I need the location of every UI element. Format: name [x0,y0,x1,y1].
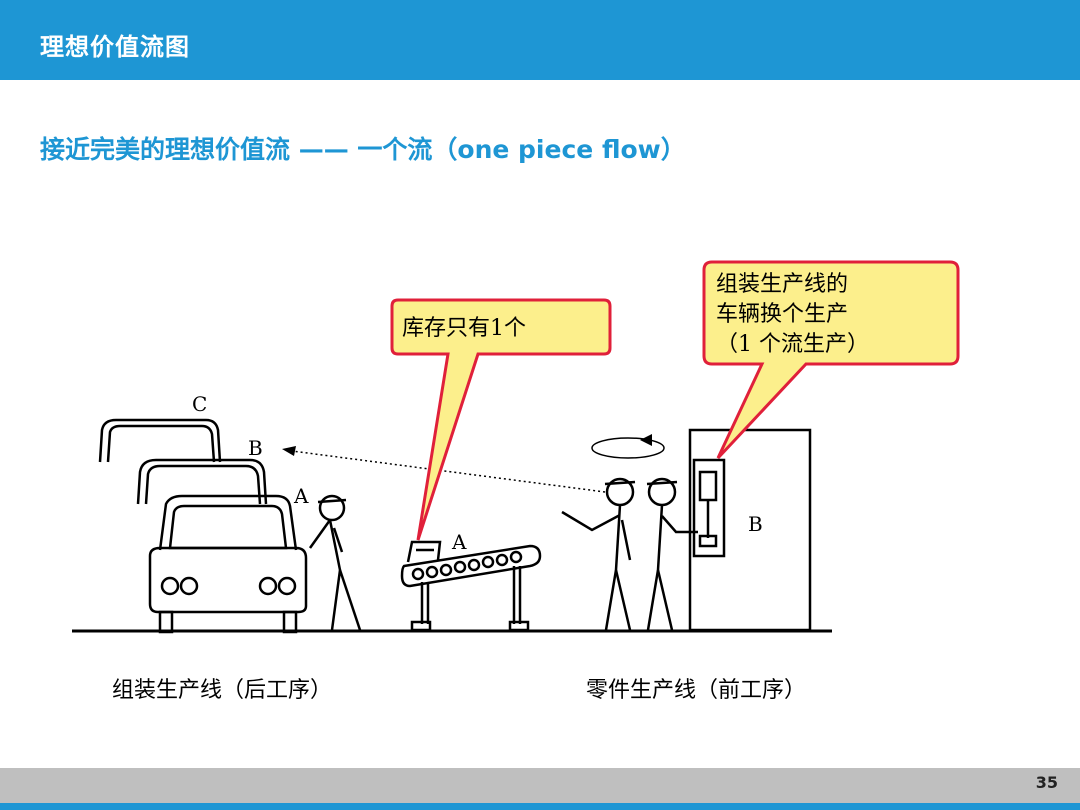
callout-changeover-line-1: 组装生产线的 [716,270,848,300]
callout-inventory-text: 库存只有1个 [402,314,526,344]
rotation-arrowhead [640,434,652,446]
parts-worker-1 [562,479,635,630]
conveyor [402,542,540,630]
car-b-outline [138,460,266,504]
caption-parts-line: 零件生产线（前工序） [586,672,806,704]
car-a [150,496,306,632]
callout-changeover-line-3: （1 个流生产） [716,330,869,360]
callout-changeover-line-2: 车辆换个生产 [716,300,848,330]
label-conveyor-part: A [452,530,466,554]
footer-bar [0,768,1080,803]
footer-accent [0,803,1080,810]
assembly-worker [310,496,360,630]
flow-arrow [292,451,605,492]
label-car-c: C [192,392,207,416]
label-car-a: A [294,484,308,508]
flow-arrowhead [282,446,296,456]
rotation-arrow [592,438,664,458]
label-machine-part: B [748,512,763,536]
caption-assembly-line: 组装生产线（后工序） [112,672,332,704]
page-number: 35 [1036,773,1058,792]
label-car-b: B [248,436,263,460]
car-c-outline [100,420,220,462]
